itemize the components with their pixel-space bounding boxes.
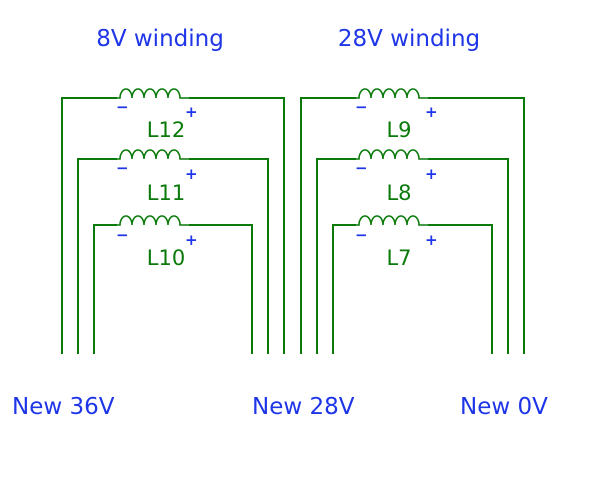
terminal-new-28v: New 28V — [252, 394, 355, 420]
label-l12: L12 — [147, 118, 185, 142]
plus-sign: + — [185, 103, 198, 121]
wire-l12-right — [189, 97, 285, 354]
minus-sign: − — [355, 98, 368, 116]
wire-l9-left — [300, 97, 356, 354]
inductor-l8: − + L8 — [316, 149, 509, 354]
minus-sign: − — [116, 159, 129, 177]
coil-l9 — [355, 88, 429, 99]
minus-sign: − — [116, 226, 129, 244]
inductor-l7: − + L7 — [332, 215, 493, 354]
plus-sign: + — [425, 103, 438, 121]
coil-l7 — [355, 215, 429, 226]
wire-l9-right — [428, 97, 525, 354]
plus-sign: + — [185, 231, 198, 249]
coil-l8 — [355, 149, 429, 160]
wire-l11-right — [189, 158, 269, 354]
wire-l8-left — [316, 158, 356, 354]
wire-l8-right — [428, 158, 509, 354]
plus-sign: + — [185, 165, 198, 183]
wire-l11-left — [77, 158, 117, 354]
wire-l12-left — [61, 97, 117, 354]
wire-l10-right — [189, 224, 253, 354]
wire-l7-left — [332, 224, 356, 354]
label-l10: L10 — [147, 246, 185, 270]
wire-l7-right — [428, 224, 493, 354]
coil-l11 — [116, 149, 190, 160]
inductor-l9: − + L9 — [300, 88, 525, 354]
plus-sign: + — [425, 231, 438, 249]
terminal-new-36v: New 36V — [12, 394, 115, 420]
label-l11: L11 — [147, 181, 185, 205]
label-l8: L8 — [386, 181, 411, 205]
inductor-l10: − + L10 — [93, 215, 253, 354]
inductor-l12: − + L12 — [61, 88, 285, 354]
coil-l12 — [116, 88, 190, 99]
coil-l10 — [116, 215, 190, 226]
heading-8v-winding: 8V winding — [96, 26, 224, 52]
inductor-l11: − + L11 — [77, 149, 269, 354]
wire-l10-left — [93, 224, 117, 354]
label-l7: L7 — [386, 246, 411, 270]
label-l9: L9 — [386, 118, 411, 142]
plus-sign: + — [425, 165, 438, 183]
minus-sign: − — [355, 226, 368, 244]
terminal-new-0v: New 0V — [460, 394, 548, 420]
heading-28v-winding: 28V winding — [338, 26, 480, 52]
minus-sign: − — [355, 159, 368, 177]
minus-sign: − — [116, 98, 129, 116]
